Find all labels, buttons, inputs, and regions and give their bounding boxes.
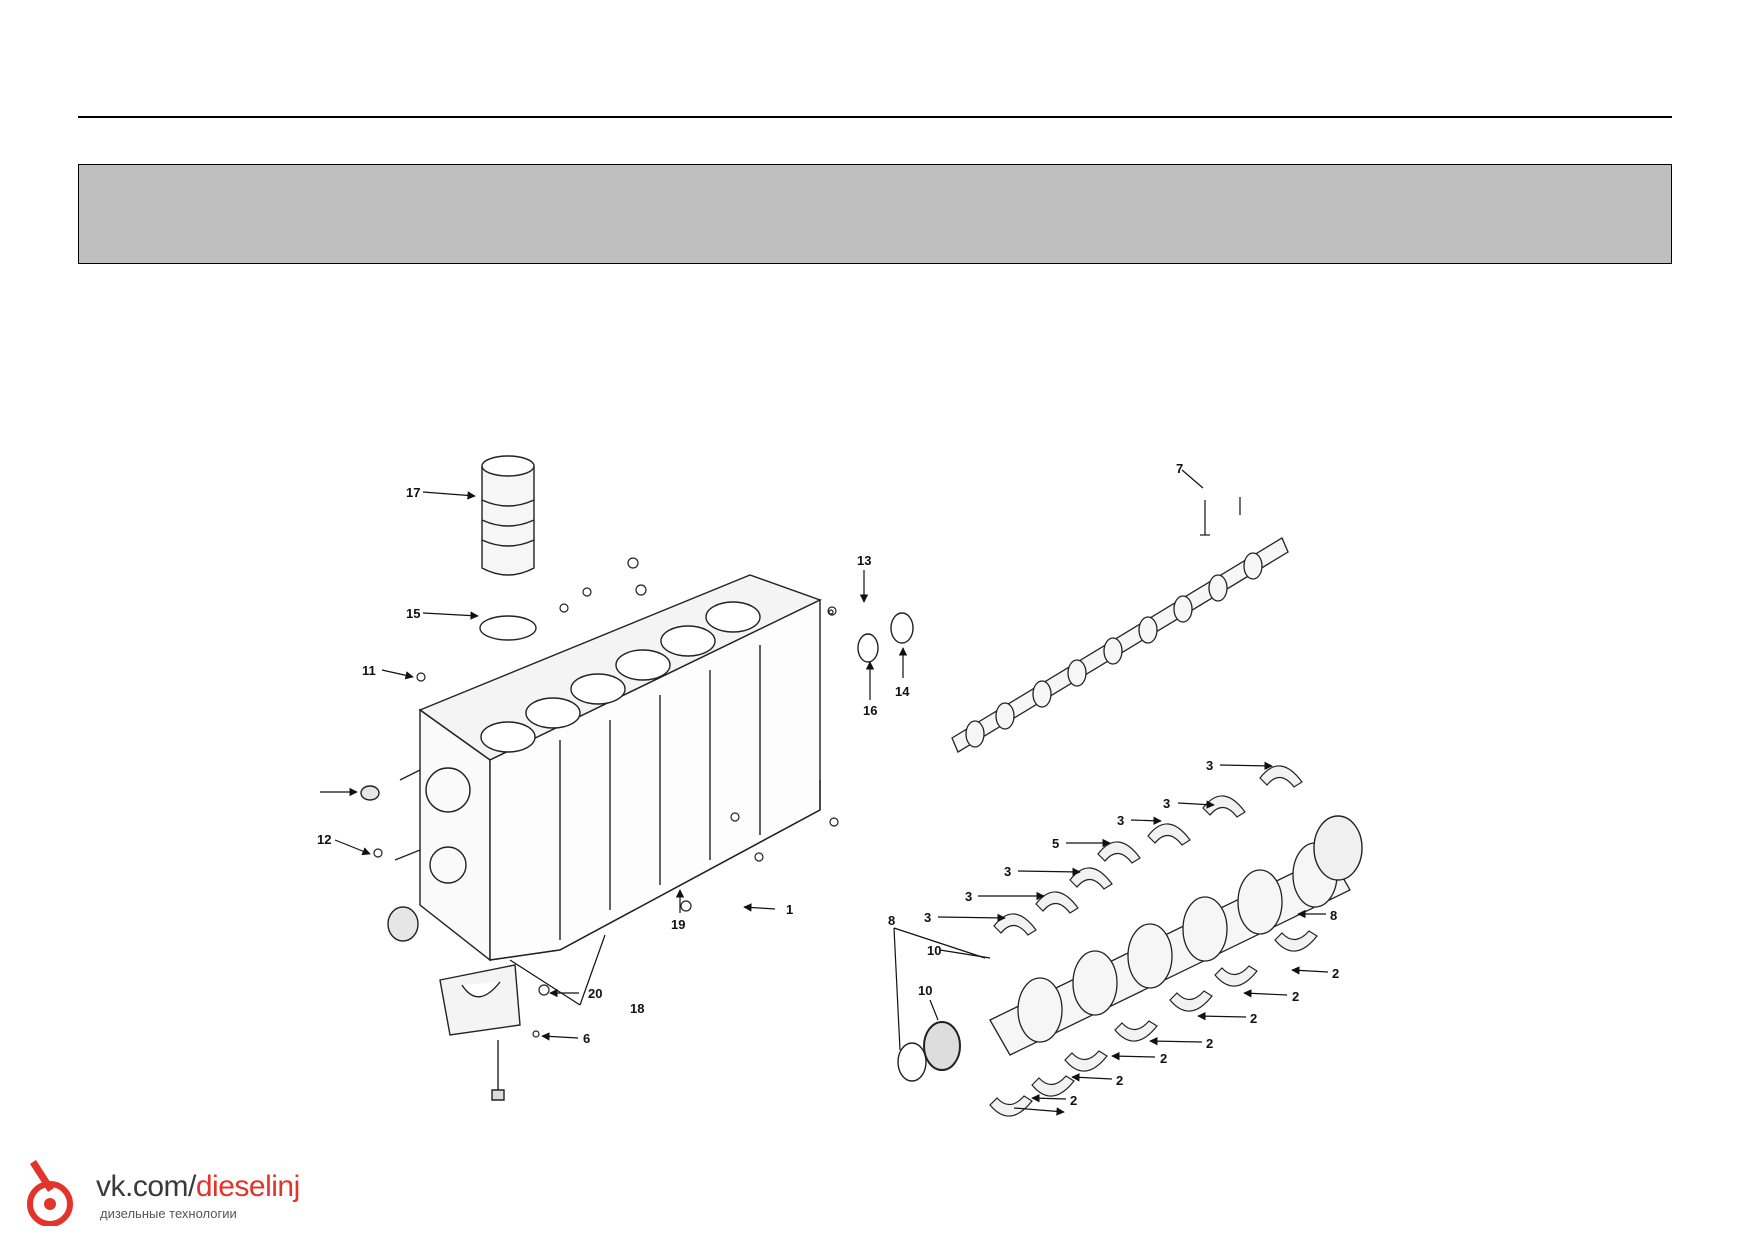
watermark: vk.com/dieselinj дизельные технологии (18, 1160, 338, 1238)
callout-2f: 2 (1116, 1073, 1123, 1088)
header-rule (78, 116, 1672, 118)
callout-14: 14 (895, 684, 910, 699)
upper-bearing-shells (993, 765, 1303, 936)
callout-17: 17 (406, 485, 420, 500)
liner-seal-ring (479, 615, 537, 641)
callout-2d: 2 (1206, 1036, 1213, 1051)
callout-19: 19 (671, 917, 685, 932)
callout-18: 18 (630, 1001, 644, 1016)
camshaft (951, 537, 1289, 753)
callout-2g: 2 (1070, 1093, 1077, 1108)
callout-labels: 17 15 11 12 13 14 16 1 19 20 18 6 7 3 3 … (317, 461, 1339, 1108)
camshaft-thrust-bolts (1200, 497, 1241, 536)
callout-3f: 3 (924, 910, 931, 925)
crankshaft-rear-flange (1313, 815, 1363, 881)
callout-2c: 2 (1250, 1011, 1257, 1026)
callout-7: 8 (888, 913, 895, 928)
callout-20: 20 (588, 986, 602, 1001)
callout-6: 7 (1176, 461, 1183, 476)
callout-5: 6 (583, 1031, 590, 1046)
callout-2b: 2 (1292, 989, 1299, 1004)
front-plug (360, 785, 380, 801)
rear-seal-ring-large (890, 612, 914, 644)
callout-4: 5 (1052, 836, 1059, 851)
cylinder-bores (480, 601, 761, 753)
main-bearing-cap (439, 964, 521, 1036)
callout-3e: 3 (965, 889, 972, 904)
cylinder-block (394, 574, 822, 962)
callout-9: 10 (927, 943, 941, 958)
crankshaft-front-seal (897, 1042, 927, 1082)
callout-16: 16 (863, 703, 877, 718)
callout-15: 15 (406, 606, 420, 621)
callout-11: 11 (362, 663, 376, 678)
callout-12: 12 (317, 832, 331, 847)
callout-8: 8 (1330, 908, 1337, 923)
leader-lines (320, 469, 1329, 1116)
watermark-tagline: дизельные технологии (100, 1206, 237, 1221)
front-seal (387, 906, 419, 942)
rear-seal-ring-small (857, 633, 879, 663)
watermark-url: vk.com/dieselinj (96, 1170, 300, 1204)
callout-3a: 3 (1206, 758, 1213, 773)
watermark-url-prefix: vk.com/ (96, 1170, 196, 1203)
crankshaft (989, 842, 1351, 1056)
callout-13: 13 (857, 553, 871, 568)
callout-1: 1 (786, 902, 793, 917)
small-fittings (373, 557, 839, 1038)
callout-3d: 3 (1004, 864, 1011, 879)
callout-2e: 2 (1160, 1051, 1167, 1066)
lower-bearing-shells (989, 930, 1318, 1117)
cylinder-liner (481, 455, 535, 576)
crankshaft-gear (923, 1021, 961, 1071)
callout-10: 10 (918, 983, 932, 998)
callout-2a: 2 (1332, 966, 1339, 981)
injector-logo-icon (27, 1160, 73, 1226)
watermark-url-handle: dieselinj (195, 1170, 300, 1203)
callout-3c: 3 (1117, 813, 1124, 828)
title-banner (78, 164, 1672, 264)
callout-3b: 3 (1163, 796, 1170, 811)
main-bearing-cap-bolt (491, 1040, 505, 1101)
